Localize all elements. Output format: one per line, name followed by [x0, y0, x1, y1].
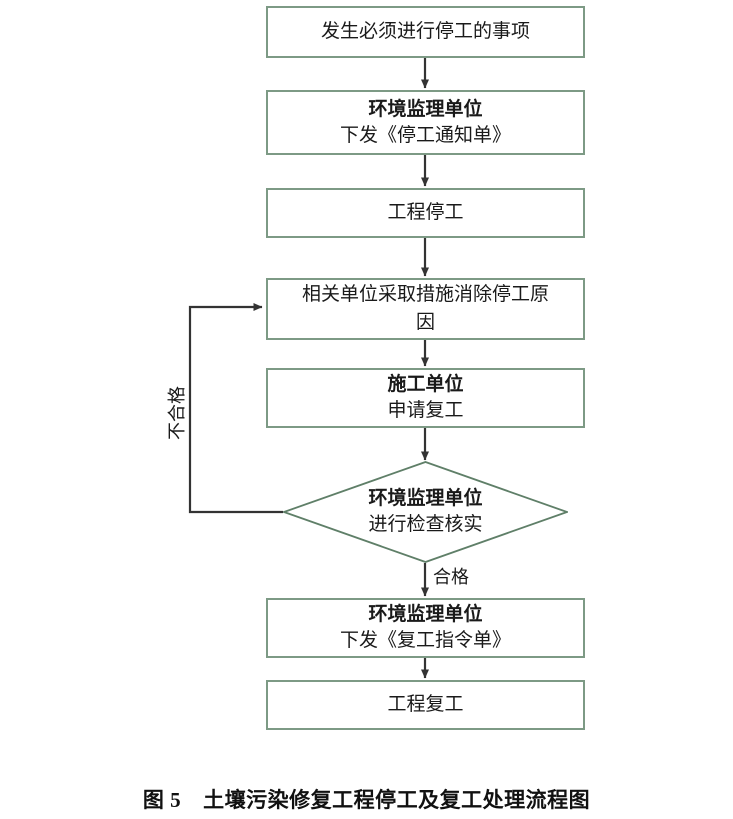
node-apply-resume-line1: 施工单位: [387, 374, 464, 396]
edge-decision-n4-fail: [188, 303, 283, 514]
node-inspection-decision-line2: 进行检查核实: [368, 514, 483, 535]
node-stop-event[interactable]: 发生必须进行停工的事项: [266, 6, 585, 58]
node-work-suspended[interactable]: 工程停工: [266, 188, 585, 238]
node-work-resumed[interactable]: 工程复工: [266, 680, 585, 730]
node-remedy-cause-line1: 相关单位采取措施消除停工原: [301, 284, 549, 306]
node-issue-stop-notice-line2: 下发《停工通知单》: [339, 124, 511, 146]
node-work-suspended-line1: 工程停工: [387, 202, 464, 224]
figure-caption-text: 土壤污染修复工程停工及复工处理流程图: [203, 788, 591, 812]
node-work-resumed-line1: 工程复工: [387, 694, 464, 716]
diamond-shape: [283, 461, 568, 563]
figure-caption: 图 5 土壤污染修复工程停工及复工处理流程图: [0, 784, 733, 814]
edge-label-fail: 不合格: [167, 386, 187, 440]
node-remedy-cause[interactable]: 相关单位采取措施消除停工原 因: [266, 278, 585, 340]
node-stop-event-line1: 发生必须进行停工的事项: [320, 21, 530, 43]
node-issue-resume-order[interactable]: 环境监理单位 下发《复工指令单》: [266, 598, 585, 658]
node-apply-resume-line2: 申请复工: [387, 400, 464, 421]
node-remedy-cause-line2: 因: [415, 312, 435, 333]
node-issue-stop-notice[interactable]: 环境监理单位 下发《停工通知单》: [266, 90, 585, 155]
node-inspection-decision[interactable]: 环境监理单位 进行检查核实: [283, 461, 568, 563]
node-issue-resume-order-line1: 环境监理单位: [368, 604, 483, 626]
node-issue-stop-notice-line1: 环境监理单位: [368, 98, 483, 120]
node-issue-resume-order-line2: 下发《复工指令单》: [339, 630, 511, 651]
node-apply-resume[interactable]: 施工单位 申请复工: [266, 368, 585, 428]
edge-label-pass: 合格: [433, 567, 469, 587]
figure-caption-number: 图 5: [142, 788, 182, 812]
node-inspection-decision-line1: 环境监理单位: [368, 488, 483, 510]
